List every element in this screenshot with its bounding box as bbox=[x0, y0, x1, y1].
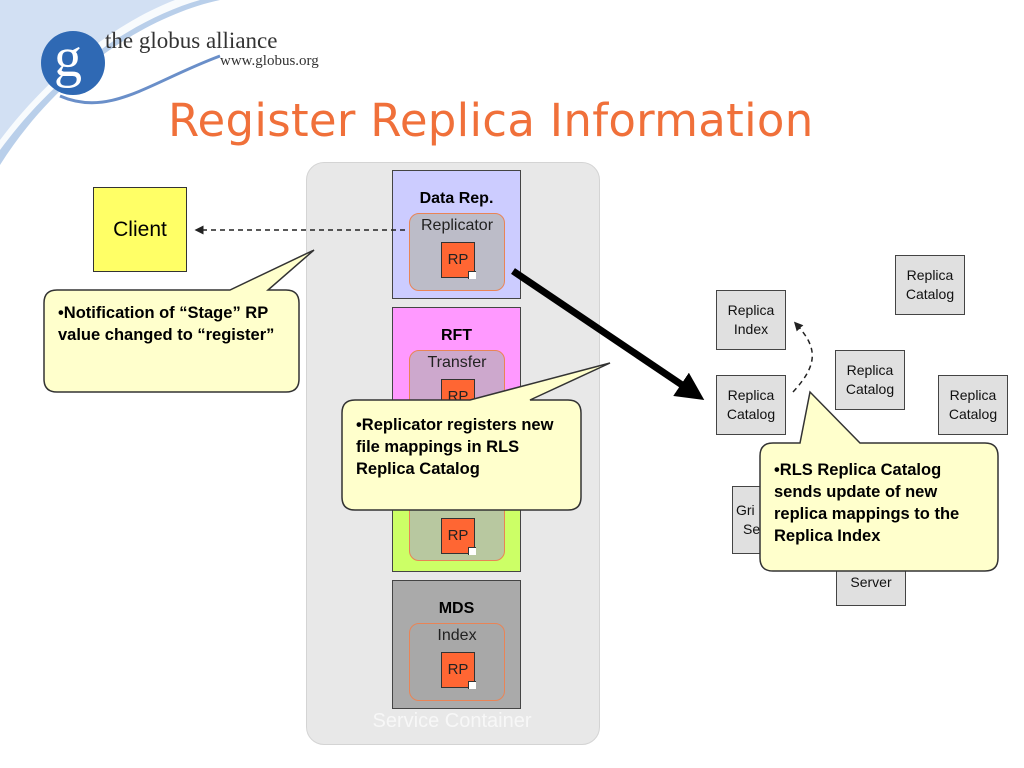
replicator-callout-bubble bbox=[341, 362, 611, 511]
replica-catalog-right: Replica Catalog bbox=[938, 375, 1008, 435]
index-component: Index RP bbox=[409, 623, 505, 701]
logo-letter: g bbox=[54, 27, 82, 89]
logo-name: the globus alliance bbox=[105, 28, 278, 53]
index-label: Index bbox=[437, 627, 477, 644]
notification-callout-text: •Notification of “Stage” RP value change… bbox=[58, 304, 275, 344]
replicator-callout-text: •Replicator registers new file mappings … bbox=[356, 416, 554, 478]
register-arrow bbox=[511, 268, 705, 400]
mds-service: MDS Index RP bbox=[392, 580, 521, 709]
notification-callout-bubble bbox=[43, 249, 315, 393]
rls-callout-text: •RLS Replica Catalog sends update of new… bbox=[774, 461, 960, 545]
update-index-arrow bbox=[792, 321, 813, 393]
replicator-component: Replicator RP bbox=[409, 213, 505, 291]
server-label: Server bbox=[850, 574, 892, 590]
rls-callout-bubble bbox=[759, 390, 999, 572]
logo-url: www.globus.org bbox=[220, 53, 319, 69]
replica-catalog-top-right-label: Replica Catalog bbox=[905, 267, 955, 302]
data-rep-title: Data Rep. bbox=[419, 190, 494, 207]
third-rp: RP bbox=[441, 518, 476, 555]
replica-catalog-main: Replica Catalog bbox=[716, 375, 786, 435]
slide-title: Register Replica Information bbox=[168, 94, 814, 147]
replica-catalog-top-right: Replica Catalog bbox=[895, 255, 965, 315]
replica-index-box: Replica Index bbox=[716, 290, 786, 350]
replicator-label: Replicator bbox=[420, 217, 494, 234]
replicator-rp: RP bbox=[441, 242, 476, 279]
index-rp: RP bbox=[441, 652, 476, 689]
client-box: Client bbox=[93, 187, 187, 272]
grid-server-partial-1: Gri bbox=[736, 502, 755, 518]
replica-index-label: Replica Index bbox=[727, 302, 775, 337]
replica-catalog-middle-label: Replica Catalog bbox=[845, 362, 895, 397]
replica-catalog-middle: Replica Catalog bbox=[835, 350, 905, 410]
mds-title: MDS bbox=[438, 600, 475, 617]
replica-catalog-main-label: Replica Catalog bbox=[726, 387, 776, 422]
service-container-label: Service Container bbox=[372, 710, 532, 732]
transfer-label: Transfer bbox=[427, 354, 487, 371]
grid-server-partial-2: Se bbox=[743, 521, 761, 537]
data-rep-service: Data Rep. Replicator RP bbox=[392, 170, 521, 299]
rft-service: RFT Transfer RP bbox=[392, 307, 521, 420]
replica-catalog-right-label: Replica Catalog bbox=[948, 387, 998, 422]
rft-title: RFT bbox=[440, 327, 473, 344]
